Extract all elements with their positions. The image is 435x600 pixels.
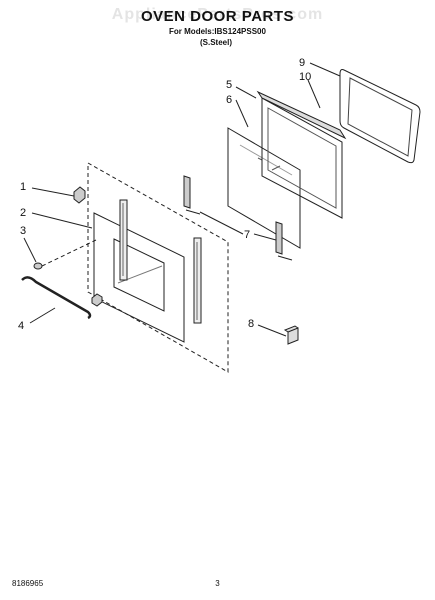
model-subtitle: For Models:IBS124PSS00 [169,27,266,36]
glass-top-channel [256,90,347,140]
callout-3: 3 [20,225,27,237]
leader-1 [31,187,75,197]
watermark: AppliancePartsPros.com [111,6,324,23]
door-window [113,238,165,312]
part-8-clip [283,325,299,345]
document-number: 8186965 [12,579,44,588]
callout-6: 6 [226,94,233,106]
part-5-inner-glass [261,97,343,219]
callout-2: 2 [20,207,27,219]
callout-7: 7 [244,229,251,241]
leader-7b [253,233,277,241]
leader-3 [23,237,37,263]
part-7-hinge-top [183,175,201,215]
callout-9: 9 [299,57,306,69]
part-3-spacer [33,262,43,270]
callout-5: 5 [226,79,233,91]
page-number: 3 [215,579,220,588]
callout-8: 8 [248,318,255,330]
part-9-gasket [339,69,421,164]
leader-6 [235,99,249,128]
part-7-hinge-bottom [275,221,293,261]
inner-door-panel [93,212,185,343]
callout-4: 4 [18,320,25,332]
leader-2 [31,212,93,229]
leader-8 [257,324,287,337]
leader-9 [309,62,341,77]
leader-4 [29,307,56,324]
part-6-glass-panel [227,127,301,249]
leader-5 [235,86,257,99]
handle-bracket [91,293,103,307]
leader-10 [307,79,321,109]
part-4-handle [21,276,92,320]
callout-1: 1 [20,181,27,193]
material-note: (S.Steel) [200,38,233,47]
part-1-clip [73,186,86,204]
page-title: OVEN DOOR PARTS [140,8,295,25]
leader-7a [199,211,244,235]
callout-10: 10 [299,71,312,83]
door-outline-dashed [87,162,229,373]
